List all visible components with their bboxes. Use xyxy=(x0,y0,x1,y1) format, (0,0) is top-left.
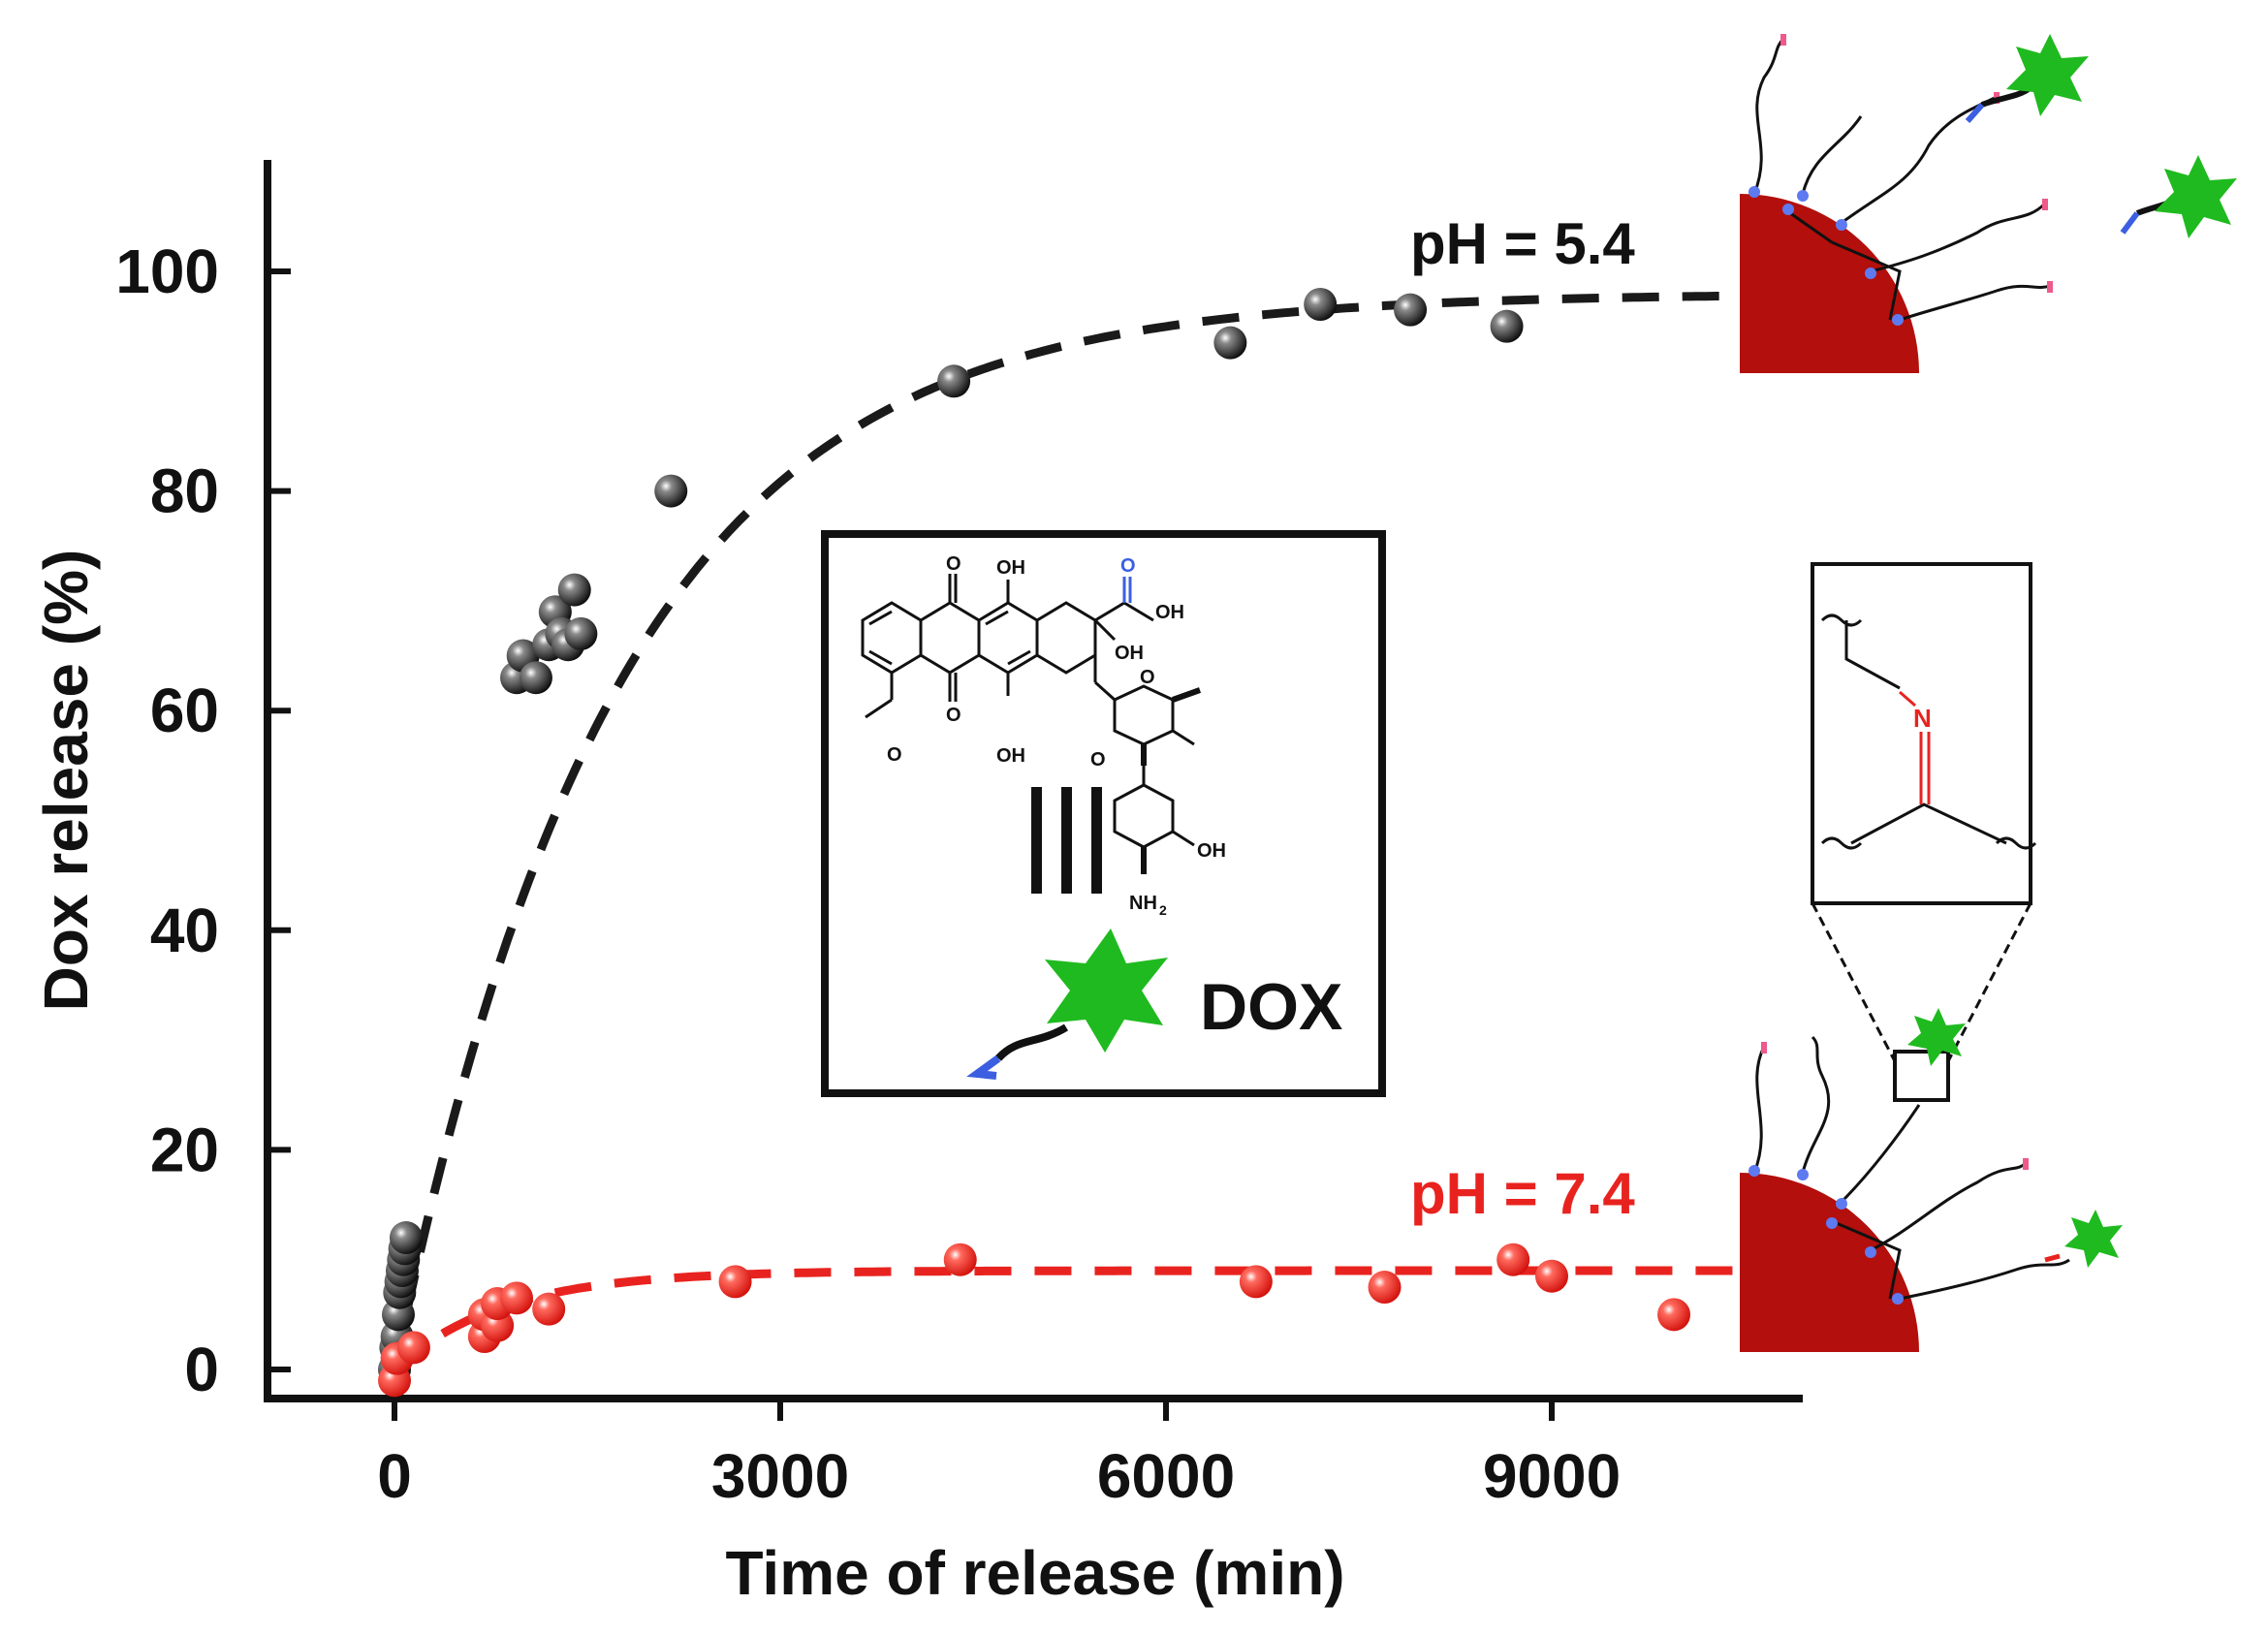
x-tick-label: 3000 xyxy=(711,1441,849,1511)
data-point-series-2 xyxy=(1368,1271,1402,1305)
series-label-ph74: pH = 7.4 xyxy=(1410,1161,1635,1226)
data-point-series-2 xyxy=(532,1292,566,1326)
data-point-series-1 xyxy=(1394,293,1428,327)
carbonyl-oxygen-top: O xyxy=(946,553,961,575)
y-tick-label: 20 xyxy=(150,1115,219,1184)
x-tick-label: 9000 xyxy=(1483,1441,1621,1511)
data-point-series-1 xyxy=(564,616,598,650)
imine-nitrogen-label: N xyxy=(1913,704,1932,733)
oh-label-5: OH xyxy=(1197,840,1226,862)
nh2-subscript: 2 xyxy=(1159,902,1167,918)
y-tick-label: 40 xyxy=(150,896,219,965)
data-point-series-1 xyxy=(557,573,591,607)
axes: 0 20 40 60 80 100 0 3000 6000 9000 Time of relea… xyxy=(31,160,1803,1608)
data-point-series-2 xyxy=(1496,1243,1530,1276)
data-point-series-1 xyxy=(1213,326,1247,360)
equivalence-symbol xyxy=(1031,787,1102,894)
carbonyl-oxygen-bottom: O xyxy=(946,705,961,726)
ring-oxygen: O xyxy=(1140,667,1155,688)
y-axis-title: Dox release (%) xyxy=(31,550,101,1012)
sugar-lower-drawing xyxy=(1113,766,1195,874)
data-point-series-2 xyxy=(1657,1298,1691,1332)
fit-curves xyxy=(390,291,1794,1373)
data-point-series-2 xyxy=(1239,1265,1273,1299)
ketone-oxygen-label: O xyxy=(1120,555,1136,577)
drug-star-icon xyxy=(966,928,1168,1080)
data-point-series-2 xyxy=(396,1331,430,1365)
nanoparticle-top-illustration xyxy=(1740,34,2237,373)
data-point-series-1 xyxy=(654,474,688,508)
data-point-series-1 xyxy=(1304,287,1338,321)
sugar-oxygen: O xyxy=(1090,749,1106,771)
data-points xyxy=(378,287,1691,1398)
x-axis-title: Time of release (min) xyxy=(725,1538,1344,1608)
y-tick-label: 80 xyxy=(150,456,219,526)
oh-label-3: OH xyxy=(1115,643,1144,664)
data-point-series-2 xyxy=(500,1281,534,1315)
series-label-ph54: pH = 5.4 xyxy=(1410,211,1635,276)
y-tick-label: 100 xyxy=(115,236,219,306)
fit-curve-series-2 xyxy=(391,1266,1794,1373)
data-point-series-1 xyxy=(519,661,552,695)
nanoparticle-bottom-illustration xyxy=(1740,1035,2123,1352)
data-point-series-2 xyxy=(1535,1259,1568,1293)
fit-curve-series-1 xyxy=(390,291,1794,1370)
oh-label-2: OH xyxy=(1155,602,1184,623)
y-ticks: 0 20 40 60 80 100 xyxy=(115,236,291,1404)
dox-structure-inset: O O O O O O OH OH OH OH OH NH 2 DOX xyxy=(821,530,1386,1097)
methoxy-oxygen: O xyxy=(887,744,902,766)
oh-label-1: OH xyxy=(996,557,1025,579)
data-point-series-1 xyxy=(1490,309,1524,343)
imine-bond-zoom-inset: N xyxy=(1811,562,2037,1102)
dox-label: DOX xyxy=(1200,970,1342,1044)
y-tick-label: 60 xyxy=(150,676,219,745)
data-point-series-2 xyxy=(718,1265,752,1299)
doxorubicin-molecule-drawing xyxy=(861,574,1202,766)
data-point-series-1 xyxy=(389,1221,423,1255)
y-tick-label: 0 xyxy=(184,1335,219,1404)
x-ticks: 0 3000 6000 9000 xyxy=(377,1399,1621,1511)
x-tick-label: 6000 xyxy=(1097,1441,1235,1511)
nh2-label: NH xyxy=(1129,893,1157,914)
data-point-series-1 xyxy=(937,364,971,398)
data-point-series-2 xyxy=(943,1243,977,1276)
x-tick-label: 0 xyxy=(377,1441,412,1511)
oh-label-4: OH xyxy=(996,745,1025,767)
